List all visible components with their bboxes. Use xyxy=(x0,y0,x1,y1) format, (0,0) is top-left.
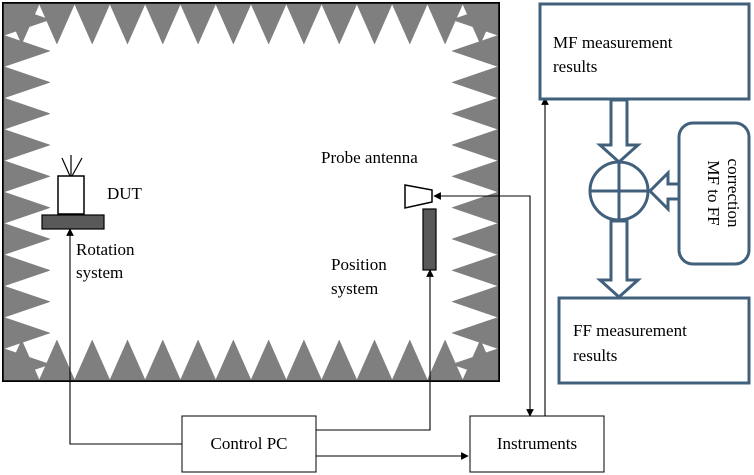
absorber-cone xyxy=(321,3,358,45)
dut-assembly: DUT Rotation system xyxy=(41,155,143,282)
probe-antenna-icon xyxy=(404,184,433,209)
connections xyxy=(66,97,549,460)
absorber-cone xyxy=(321,339,358,381)
absorber-cone xyxy=(3,97,51,130)
correction-to-sum-arrow xyxy=(647,169,681,213)
absorber-cone xyxy=(285,3,322,45)
instruments-probe-line xyxy=(433,192,534,417)
dut-label: DUT xyxy=(107,184,143,203)
absorber-cone xyxy=(451,97,499,130)
absorber-cone xyxy=(285,339,322,381)
mf-results-line1: MF measurement xyxy=(553,33,673,52)
position-system-mast xyxy=(422,208,437,271)
position-label-line1: Position xyxy=(331,255,387,274)
mf-results-box: MF measurement results xyxy=(538,2,751,101)
control-pc-frame xyxy=(181,415,317,473)
absorber-cone xyxy=(3,160,51,193)
probe-antenna-label: Probe antenna xyxy=(321,148,418,167)
absorber-cone xyxy=(215,339,252,381)
mf-results-frame xyxy=(538,2,751,101)
sum-node xyxy=(588,160,650,222)
absorber-cone xyxy=(451,160,499,193)
absorber-cone xyxy=(109,3,146,45)
absorber-cone xyxy=(3,128,51,162)
instruments-frame xyxy=(469,415,605,473)
absorber-cone xyxy=(391,3,428,45)
sum-to-ff-arrow xyxy=(596,219,642,300)
absorber-cone xyxy=(38,339,75,381)
dut-antenna-element xyxy=(71,157,83,177)
correction-frame xyxy=(677,121,751,266)
absorber-cone xyxy=(356,3,393,45)
absorber-cone xyxy=(3,191,51,224)
absorber-cone xyxy=(250,339,287,381)
control-pc-box: Control PC xyxy=(181,415,317,473)
correction-line1: MF to FF xyxy=(704,160,723,225)
absorber-cone xyxy=(356,339,393,381)
absorber-cone xyxy=(3,222,51,256)
absorber-cone xyxy=(3,66,51,99)
position-label-line2: system xyxy=(331,279,378,298)
absorber-cone xyxy=(427,3,464,45)
absorber-cone xyxy=(250,3,287,45)
absorber-cone xyxy=(180,339,217,381)
control-pc-label: Control PC xyxy=(211,434,288,453)
absorber-cone xyxy=(451,128,499,162)
absorber-cone xyxy=(144,339,181,381)
absorber-cone xyxy=(74,3,111,45)
absorber-cone xyxy=(391,339,428,381)
absorber-cone xyxy=(451,3,499,36)
ff-results-line2: results xyxy=(573,346,617,365)
absorber-cone xyxy=(38,3,75,45)
absorber-cone xyxy=(215,3,252,45)
absorber-cone xyxy=(3,3,51,36)
rotation-platform xyxy=(41,214,105,230)
mf-results-line2: results xyxy=(553,57,597,76)
absorber-cone xyxy=(144,3,181,45)
absorber-cone xyxy=(3,285,51,318)
absorber-cone xyxy=(109,339,146,381)
rotation-label-line1: Rotation xyxy=(76,240,135,259)
absorber-cone xyxy=(3,34,51,68)
rotation-label-line2: system xyxy=(76,263,123,282)
absorber-cone xyxy=(3,348,51,381)
instruments-label: Instruments xyxy=(497,434,577,453)
dut-antenna-element xyxy=(61,157,71,177)
mf-to-sum-arrow xyxy=(596,98,642,165)
probe-assembly: Probe antenna Position system xyxy=(321,148,437,298)
absorber-cone xyxy=(451,34,499,68)
instruments-box: Instruments xyxy=(469,415,605,473)
absorber-cone xyxy=(3,316,51,350)
absorber-cone xyxy=(180,3,217,45)
absorber-cone xyxy=(451,66,499,99)
pc-to-rotation-line xyxy=(66,228,182,445)
absorber-cone xyxy=(74,339,111,381)
dut-body xyxy=(57,175,85,215)
ff-results-frame xyxy=(557,296,751,385)
correction-line2: correction xyxy=(724,159,743,228)
absorber-cone xyxy=(3,254,51,287)
pc-to-position-line xyxy=(316,269,434,431)
ff-results-box: FF measurement results xyxy=(557,296,751,385)
correction-box: MF to FF correction xyxy=(677,121,751,266)
ff-results-line1: FF measurement xyxy=(573,321,687,340)
